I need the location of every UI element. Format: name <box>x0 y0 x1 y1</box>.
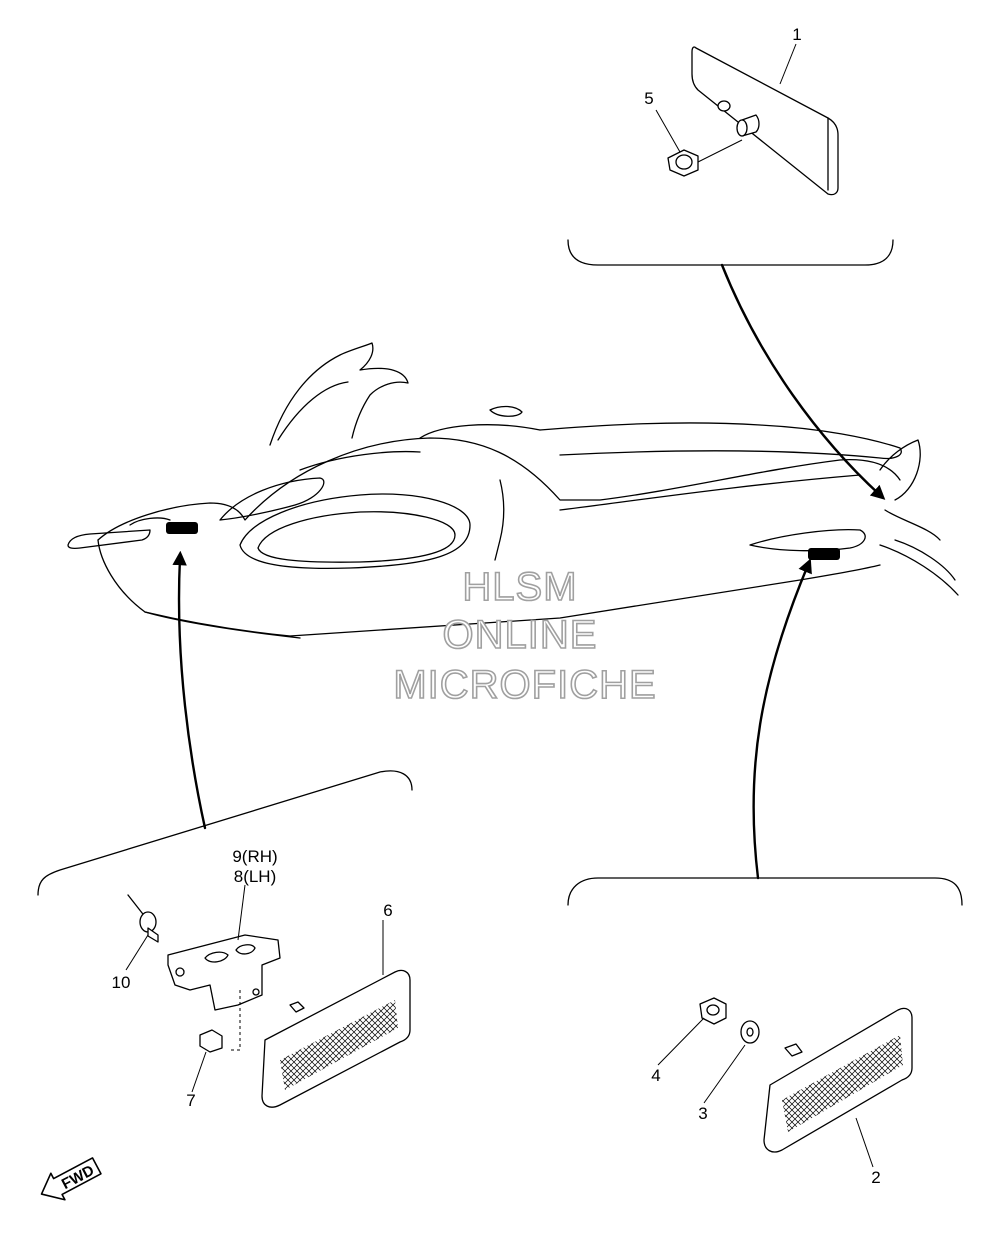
callout-4: 4 <box>651 1066 660 1085</box>
watermark-line2: ONLINE <box>443 613 598 657</box>
top-detail-pointer <box>720 263 886 500</box>
left-detail-pointer <box>172 550 207 830</box>
left-detail-frame <box>37 770 413 896</box>
callout-8: 8(LH) <box>234 867 277 886</box>
top-detail-frame <box>567 239 894 266</box>
reflector-bracket-part <box>167 934 281 1011</box>
license-plate-part <box>691 46 839 196</box>
watermark-line3: MICROFICHE <box>393 663 656 707</box>
callout-5: 5 <box>644 89 653 108</box>
watermark-line1: HLSM <box>462 565 577 609</box>
callout-7: 7 <box>186 1091 195 1110</box>
leader-lines <box>125 43 874 1168</box>
front-reflector-marker <box>166 522 198 534</box>
callout-9: 9(RH) <box>232 847 277 866</box>
top-detail-group <box>567 46 894 500</box>
right-detail-pointer <box>752 558 812 880</box>
callout-6: 6 <box>383 901 392 920</box>
right-detail-group <box>567 558 963 1153</box>
callout-10: 10 <box>112 973 131 992</box>
callout-2: 2 <box>871 1168 880 1187</box>
right-detail-frame <box>567 877 963 906</box>
snowmobile-outline <box>67 342 959 639</box>
callout-1: 1 <box>792 25 801 44</box>
rear-reflector-marker <box>808 548 840 560</box>
fwd-direction-icon: FWD <box>40 1157 102 1201</box>
callout-3: 3 <box>698 1104 707 1123</box>
left-detail-group <box>37 550 413 1108</box>
